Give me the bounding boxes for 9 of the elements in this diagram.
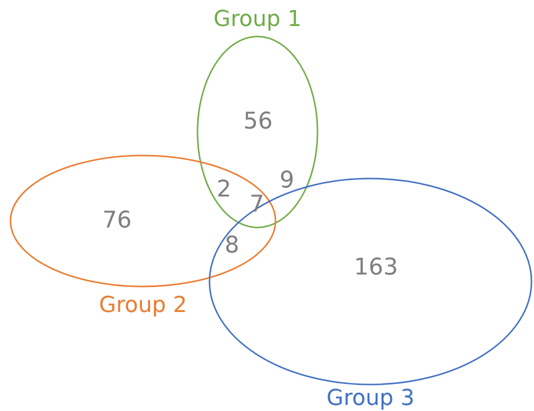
group-label: Group 1 (214, 8, 302, 30)
count-number: 76 (102, 210, 132, 232)
count-number: 8 (224, 234, 240, 258)
count-number: 163 (354, 256, 398, 280)
group-label: Group 3 (326, 388, 414, 410)
group-label: Group 2 (99, 294, 187, 316)
count-number: 9 (280, 170, 294, 192)
count-number: 56 (243, 110, 273, 134)
count-number: 2 (216, 178, 232, 202)
